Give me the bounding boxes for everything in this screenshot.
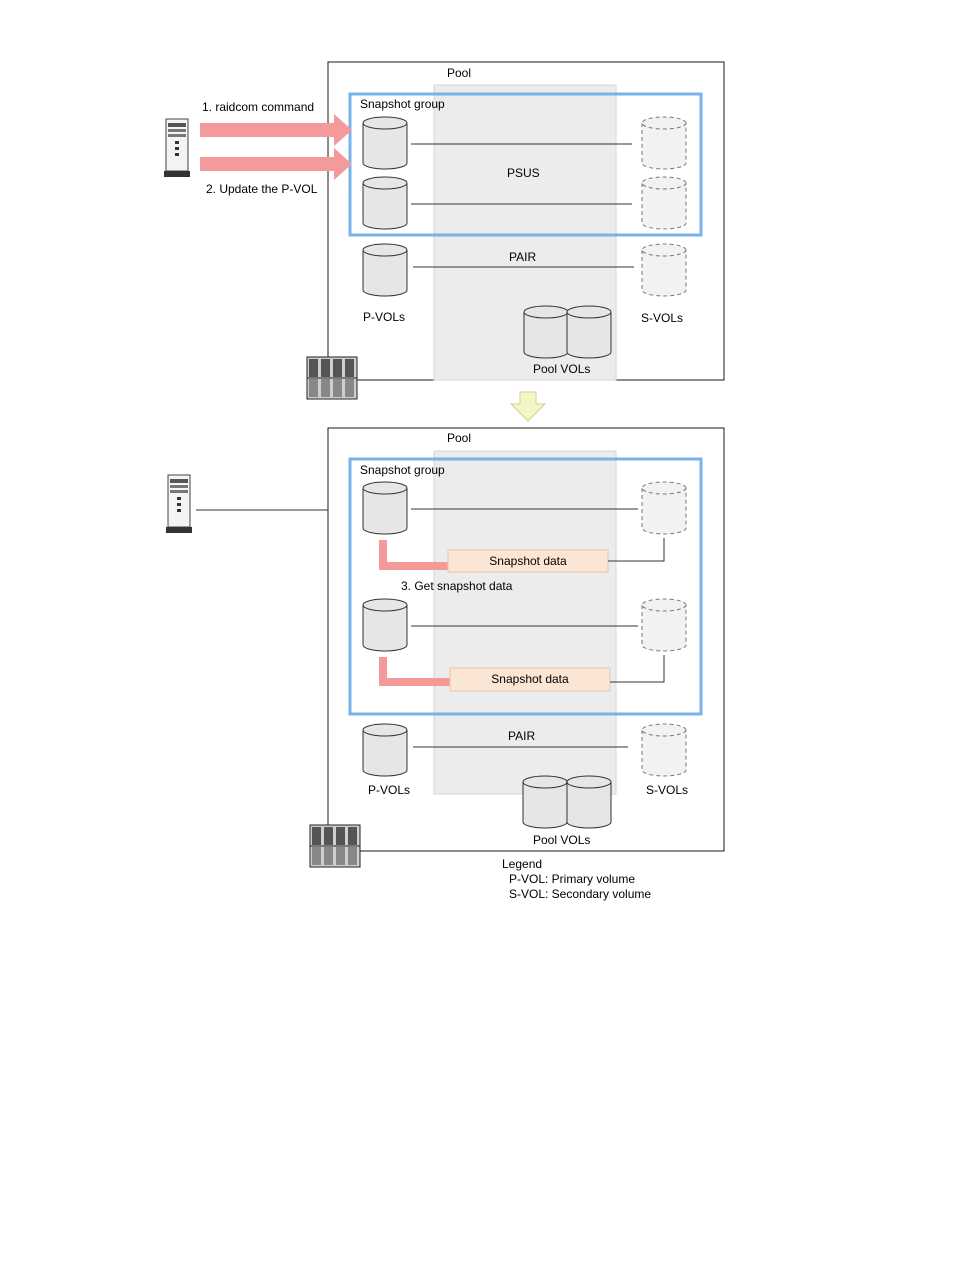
pair-label: PAIR: [508, 729, 535, 743]
pool-vol-icon: [524, 306, 568, 358]
pvols-label: P-VOLs: [363, 310, 405, 324]
storage-system-icon: [310, 825, 360, 867]
step3-label: 3. Get snapshot data: [401, 579, 513, 593]
pair-label: PAIR: [509, 250, 536, 264]
pool-vols-label: Pool VOLs: [533, 362, 590, 376]
svol-icon: [642, 482, 686, 534]
svol-icon: [642, 244, 686, 296]
legend-title: Legend: [502, 857, 651, 872]
legend-entry-pvol: P-VOL: Primary volume: [502, 872, 651, 887]
pvol-icon: [363, 482, 407, 534]
step2-label: 2. Update the P-VOL: [206, 182, 318, 196]
pool-vol-icon: [567, 306, 611, 358]
snapshot-data-label: Snapshot data: [489, 554, 567, 568]
svol-icon: [642, 177, 686, 229]
pvol-icon: [363, 177, 407, 229]
pvol-icon: [363, 724, 407, 776]
legend-entry-svol: S-VOL: Secondary volume: [502, 887, 651, 902]
legend: Legend P-VOL: Primary volume S-VOL: Seco…: [502, 857, 651, 902]
svols-label: S-VOLs: [641, 311, 683, 325]
svol-icon: [642, 599, 686, 651]
snapshot-group-label: Snapshot group: [360, 463, 445, 477]
host-server-icon: [164, 119, 190, 177]
panel-after: Pool Snapshot group Snapshot data 3. Get…: [166, 428, 724, 867]
pool-label: Pool: [447, 66, 471, 80]
pvol-icon: [363, 599, 407, 651]
pool-vol-icon: [523, 776, 567, 828]
snapshot-data-label: Snapshot data: [491, 672, 569, 686]
pool-label: Pool: [447, 431, 471, 445]
host-server-icon: [166, 475, 192, 533]
psus-label: PSUS: [507, 166, 540, 180]
transition-arrow-icon: [511, 392, 545, 421]
storage-system-icon: [307, 357, 357, 399]
step1-label: 1. raidcom command: [202, 100, 314, 114]
svol-icon: [642, 117, 686, 169]
pool-vols-label: Pool VOLs: [533, 833, 590, 847]
svols-label: S-VOLs: [646, 783, 688, 797]
panel-before: Pool Snapshot group 1. raidcom command 2…: [164, 62, 724, 399]
pvol-icon: [363, 117, 407, 169]
pvol-icon: [363, 244, 407, 296]
svol-icon: [642, 724, 686, 776]
snapshot-group-label: Snapshot group: [360, 97, 445, 111]
pvols-label: P-VOLs: [368, 783, 410, 797]
pool-vol-icon: [567, 776, 611, 828]
